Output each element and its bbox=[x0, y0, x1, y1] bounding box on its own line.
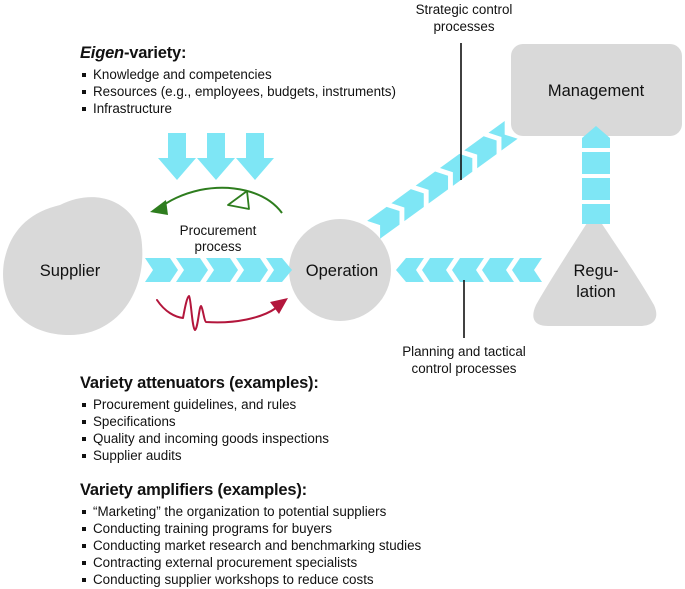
list-item: Knowledge and competencies bbox=[80, 66, 396, 83]
attenuators-title: Variety attenuators (examples): bbox=[80, 374, 319, 392]
regulation-node bbox=[533, 212, 657, 326]
eigen-variety-block: Eigen-variety: Knowledge and competencie… bbox=[80, 44, 396, 117]
strategic-label-line2: processes bbox=[433, 19, 494, 34]
operation-label: Operation bbox=[306, 262, 378, 280]
attenuators-list: Procurement guidelines, and rules Specif… bbox=[80, 396, 329, 464]
regulation-label-line2: lation bbox=[576, 283, 615, 301]
list-item: Conducting training programs for buyers bbox=[80, 520, 421, 537]
planning-arrow bbox=[396, 258, 542, 282]
list-item: Conducting supplier workshops to reduce … bbox=[80, 571, 421, 588]
regulation-label-line1: Regu- bbox=[574, 262, 619, 280]
list-item: Resources (e.g., employees, budgets, ins… bbox=[80, 83, 396, 100]
amplifiers-title: Variety amplifiers (examples): bbox=[80, 481, 307, 499]
planning-label-line1: Planning and tactical bbox=[402, 344, 526, 359]
amplifiers-block: Variety amplifiers (examples): “Marketin… bbox=[80, 481, 421, 588]
procurement-arrow bbox=[145, 258, 292, 282]
eigen-variety-list: Knowledge and competencies Resources (e.… bbox=[80, 66, 396, 117]
list-item: Specifications bbox=[80, 413, 329, 430]
down-arrow-3 bbox=[236, 133, 274, 180]
management-label: Management bbox=[548, 82, 645, 100]
eigen-arrows bbox=[158, 133, 274, 180]
green-return-arrow bbox=[150, 186, 283, 215]
supplier-label: Supplier bbox=[40, 262, 101, 280]
list-item: Supplier audits bbox=[80, 447, 329, 464]
strategic-label-line1: Strategic control bbox=[416, 2, 513, 17]
down-arrow-1 bbox=[158, 133, 196, 180]
list-item: Quality and incoming goods inspections bbox=[80, 430, 329, 447]
management-node bbox=[511, 44, 682, 136]
eigen-variety-title: Eigen-variety: bbox=[80, 44, 187, 62]
supplier-node bbox=[3, 197, 143, 335]
attenuators-block: Variety attenuators (examples): Procurem… bbox=[80, 374, 329, 464]
management-regulation-link bbox=[582, 126, 610, 224]
procurement-label-line2: process bbox=[195, 239, 242, 254]
list-item: “Marketing” the organization to potentia… bbox=[80, 503, 421, 520]
list-item: Procurement guidelines, and rules bbox=[80, 396, 329, 413]
amplifiers-list: “Marketing” the organization to potentia… bbox=[80, 503, 421, 588]
list-item: Conducting market research and benchmark… bbox=[80, 537, 421, 554]
operation-node bbox=[289, 219, 391, 321]
strategic-arrow bbox=[367, 121, 518, 239]
planning-label-line2: control processes bbox=[412, 361, 517, 376]
procurement-label-line1: Procurement bbox=[180, 223, 257, 238]
down-arrow-2 bbox=[197, 133, 235, 180]
list-item: Contracting external procurement special… bbox=[80, 554, 421, 571]
red-disturbance-arrow bbox=[156, 295, 288, 331]
list-item: Infrastructure bbox=[80, 100, 396, 117]
